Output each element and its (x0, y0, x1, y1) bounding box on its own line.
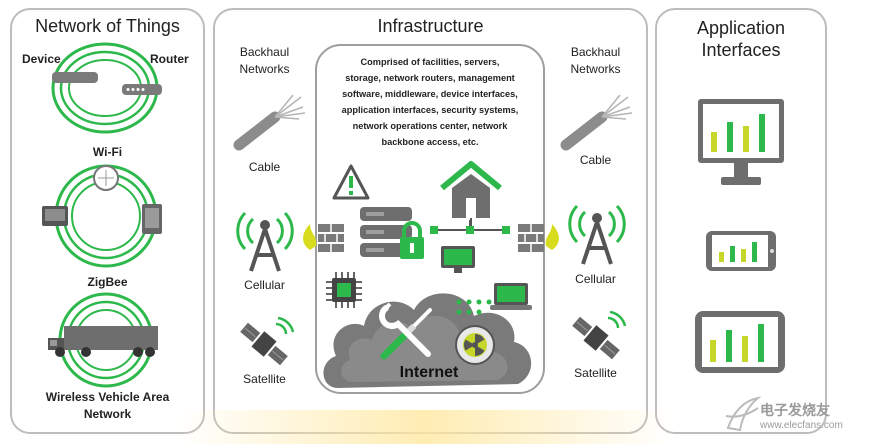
application-title-line2: Interfaces (701, 40, 781, 60)
satellite-left-label: Satellite (243, 372, 286, 386)
cable-left-label: Cable (248, 160, 281, 174)
cellular-left-label: Cellular (244, 278, 285, 292)
server-lock-icon (360, 207, 424, 259)
zigbee-vehicle-network-icon (48, 292, 158, 388)
watermark-logo-icon (725, 396, 762, 432)
internet-label: Internet (399, 364, 459, 381)
cellular-left-icon (236, 211, 294, 272)
monitor-small-icon (441, 246, 475, 273)
dots-icon (456, 299, 492, 315)
backhaul-right-line2: Networks (570, 62, 621, 76)
warning-icon (332, 164, 370, 200)
device-label: Device (22, 52, 61, 66)
home-icon (440, 161, 502, 230)
description-line-5: network operations center, network (352, 121, 508, 131)
wvan-label-line1: Wireless Vehicle Area (45, 390, 170, 404)
tools-icon (379, 302, 432, 360)
infrastructure-description: Comprised of facilities, servers, storag… (320, 54, 540, 150)
wifi-network-icon (42, 164, 162, 268)
description-line-1: Comprised of facilities, servers, (360, 57, 500, 67)
description-line-2: storage, network routers, management (345, 73, 515, 83)
wvan-label-line2: Network (83, 407, 132, 421)
application-title-line1: Application (696, 18, 786, 38)
network-of-things-title: Network of Things (35, 16, 180, 36)
infrastructure-title: Infrastructure (377, 16, 484, 36)
watermark-line2: www.elecfans.com (760, 420, 843, 431)
description-line-6: backbone access, etc. (381, 137, 479, 147)
satellite-right-icon (572, 310, 627, 360)
watermark-line1: 电子发烧友 (760, 403, 830, 419)
satellite-right-label: Satellite (574, 366, 617, 380)
firewall-right-icon (518, 224, 559, 252)
backhaul-left-line2: Networks (239, 62, 290, 76)
tablet-icon (695, 311, 785, 373)
description-line-3: software, middleware, device interfaces, (342, 89, 518, 99)
phone-icon (706, 231, 776, 271)
laptop-icon (490, 283, 532, 310)
network-connector-icon (430, 220, 510, 234)
router-label: Router (150, 52, 189, 66)
cellular-right-icon (568, 204, 626, 265)
firewall-left-icon (303, 224, 344, 252)
application-interfaces-panel (655, 8, 827, 434)
cable-right-icon (560, 94, 633, 151)
device-router-network-icon (51, 42, 162, 134)
wifi-label: Wi-Fi (92, 145, 123, 159)
chip-icon (326, 272, 362, 308)
backhaul-left-line1: Backhaul (239, 45, 290, 59)
disc-icon (455, 325, 495, 365)
satellite-left-icon (240, 316, 295, 366)
zigbee-label: ZigBee (87, 275, 128, 289)
bottom-glow (175, 410, 675, 444)
cellular-right-label: Cellular (575, 272, 616, 286)
cable-right-label: Cable (579, 153, 612, 167)
description-line-4: application interfaces, security systems… (341, 105, 519, 115)
backhaul-right-line1: Backhaul (570, 45, 621, 59)
cable-left-icon (233, 94, 306, 151)
desktop-monitor-icon (698, 99, 784, 185)
